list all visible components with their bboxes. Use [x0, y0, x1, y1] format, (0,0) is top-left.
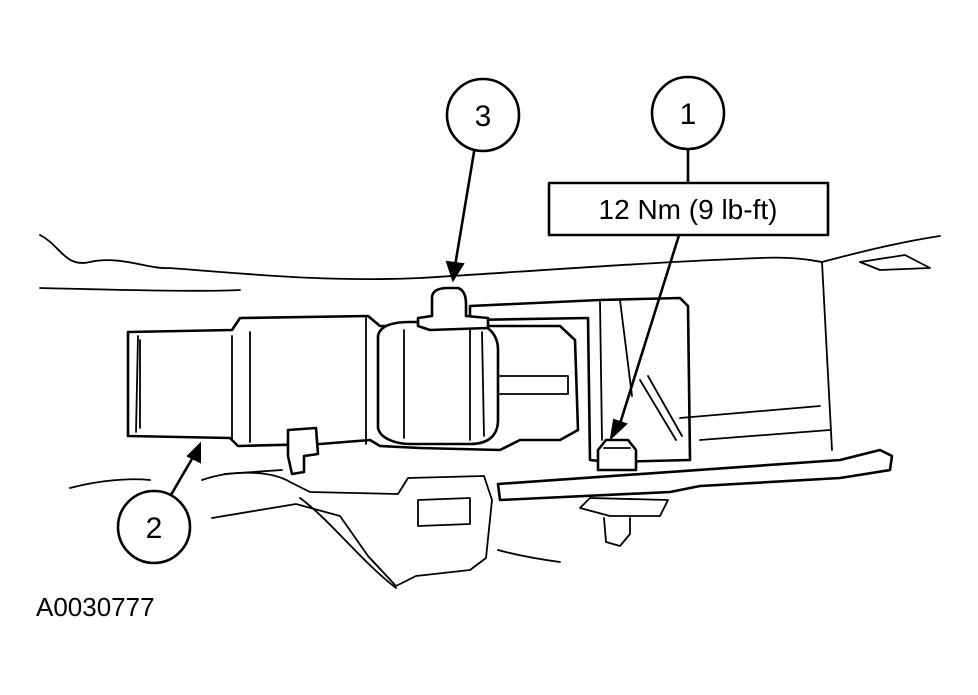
- mounting-bolt: [596, 438, 638, 472]
- sensor-body: [126, 314, 580, 452]
- callout-1: 1: [650, 75, 726, 151]
- panel-horizontal-lines: [679, 405, 831, 441]
- lower-fender-line: [223, 469, 397, 589]
- callout-2-label: 2: [146, 512, 163, 545]
- mounting-plate: [468, 296, 692, 464]
- leader-arrow-1: [609, 418, 628, 441]
- lower-bracket-slot: [417, 497, 471, 527]
- sensor-lower-clip: [286, 426, 320, 476]
- right-bracket-tab: [859, 254, 931, 271]
- lower-right-contour: [497, 549, 561, 563]
- bracket-arm-lower: [579, 497, 669, 517]
- connector-lock-tab: [416, 286, 490, 332]
- bracket-stud: [603, 517, 631, 547]
- connector-housing-inner: [403, 325, 485, 441]
- sensor-body-inner: [139, 317, 367, 445]
- leader-line-3: [453, 150, 476, 268]
- connector-housing: [376, 320, 500, 446]
- wire-stub: [497, 375, 569, 395]
- callout-3-label: 3: [475, 100, 492, 133]
- callout-3: 3: [445, 77, 521, 153]
- mounting-plate-inner: [599, 299, 683, 441]
- torque-spec-label: 12 Nm (9 lb-ft): [599, 194, 778, 225]
- right-body-panel: [821, 261, 833, 451]
- upper-body-contour: [39, 234, 941, 281]
- sensor-nose: [135, 335, 139, 433]
- bracket-arm: [496, 448, 894, 502]
- leader-arrow-2: [186, 441, 201, 464]
- callout-1-label: 1: [680, 98, 697, 131]
- leader-line-1: [616, 148, 690, 432]
- leader-arrow-3: [445, 260, 465, 283]
- upper-left-flap: [39, 287, 241, 292]
- figure-id: A0030777: [36, 592, 155, 622]
- leader-line-2: [166, 450, 198, 502]
- callout-2: 2: [116, 489, 192, 565]
- torque-spec-box: 12 Nm (9 lb-ft): [547, 181, 830, 237]
